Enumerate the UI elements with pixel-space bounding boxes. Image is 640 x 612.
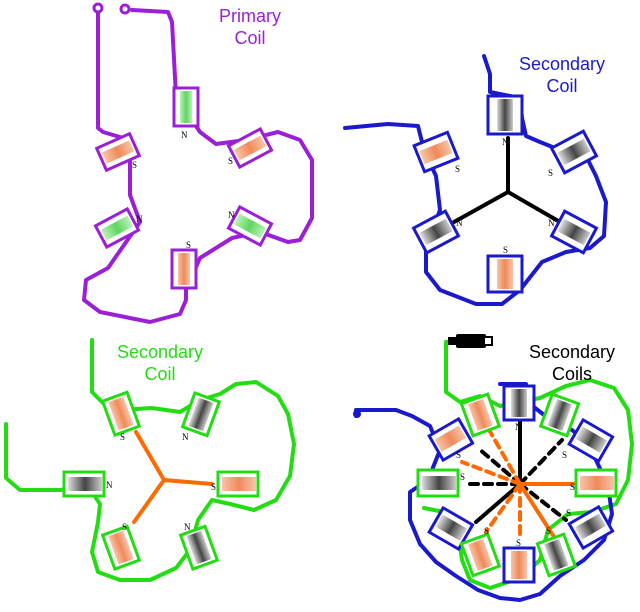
pole-label: N	[181, 130, 188, 140]
pole-label: N	[228, 210, 235, 220]
primary-label-line1: Primary	[219, 6, 281, 26]
combined-label-line1: Secondary	[529, 342, 615, 362]
pole-label: S	[546, 526, 551, 536]
magnet-box	[502, 384, 536, 422]
magnet-box	[62, 470, 106, 498]
pole-label: N	[548, 218, 555, 228]
pole-label: S	[120, 432, 125, 442]
magnet-box	[459, 532, 502, 578]
combined-coils-panel: N S S S S	[353, 334, 634, 602]
terminal-icon[interactable]	[119, 3, 131, 15]
combined-label-line2: Coils	[552, 364, 592, 384]
secondary-green-wire	[4, 338, 296, 582]
pole-label: S	[484, 526, 489, 536]
star-connection	[452, 136, 562, 224]
pole-label: N	[136, 214, 143, 224]
magnet-box	[216, 470, 260, 498]
combined-orange-star	[460, 426, 578, 542]
pole-label: S	[122, 522, 127, 532]
pole-label: S	[455, 164, 460, 174]
magnet-box	[486, 94, 524, 136]
magnet-box	[170, 248, 198, 290]
pole-label: N	[184, 522, 191, 532]
pole-label: S	[562, 450, 567, 460]
magnet-box	[178, 524, 220, 571]
pole-label: S	[186, 240, 191, 250]
magnet-box	[486, 254, 524, 294]
magnet-box	[567, 504, 615, 551]
magnet-box	[226, 204, 274, 248]
pole-label: S	[460, 472, 465, 482]
magnet-box	[427, 416, 475, 463]
pole-label: S	[211, 482, 216, 492]
pole-label: S	[566, 508, 571, 518]
magnet-box	[226, 126, 274, 170]
magnet-box	[94, 131, 142, 173]
pole-label: S	[456, 450, 461, 460]
secondary-green-label-line1: Secondary	[117, 342, 203, 362]
pole-label: S	[132, 160, 137, 170]
pole-label: N	[182, 432, 189, 442]
primary-label-line2: Coil	[234, 28, 265, 48]
magnet-box	[100, 524, 142, 571]
pole-label: N	[515, 422, 522, 432]
pole-label: N	[502, 137, 509, 147]
combined-black-star	[462, 418, 568, 524]
secondary-blue-label-line2: Coil	[546, 76, 577, 96]
pole-label: S	[503, 245, 508, 255]
magnet-box	[567, 417, 615, 464]
magnet-box	[100, 390, 142, 437]
secondary-blue-label-line1: Secondary	[519, 54, 605, 74]
magnet-box	[535, 532, 578, 578]
magnet-box	[502, 546, 536, 584]
pole-label: S	[548, 168, 553, 178]
connector-plug-icon	[448, 334, 493, 348]
star-connection	[132, 430, 214, 524]
magnet-box	[411, 209, 461, 255]
magnet-box	[412, 130, 460, 174]
magnet-box	[93, 206, 141, 250]
magnet-box	[459, 392, 502, 438]
pole-label: S	[570, 482, 575, 492]
secondary-green-label-line2: Coil	[144, 364, 175, 384]
magnet-box	[538, 392, 581, 438]
magnet-box	[549, 209, 599, 255]
pole-label: S	[228, 156, 233, 166]
magnet-box	[574, 468, 618, 498]
magnet-box	[427, 505, 475, 552]
pole-label: S	[516, 538, 521, 548]
terminal-icon[interactable]	[353, 410, 361, 418]
terminal-icon[interactable]	[92, 2, 104, 14]
primary-coil-panel: N S S N N S Primary Coil	[82, 2, 314, 324]
magnet-box	[549, 129, 599, 175]
magnet-box	[172, 86, 200, 128]
secondary-green-panel: S N S N S N Secondary Coil	[4, 338, 296, 582]
pole-label: N	[106, 480, 113, 490]
secondary-blue-panel: N S S N N S Secondary Coil	[343, 54, 608, 306]
magnet-box	[416, 468, 460, 498]
pole-label: N	[456, 218, 463, 228]
magnet-box	[180, 391, 222, 438]
